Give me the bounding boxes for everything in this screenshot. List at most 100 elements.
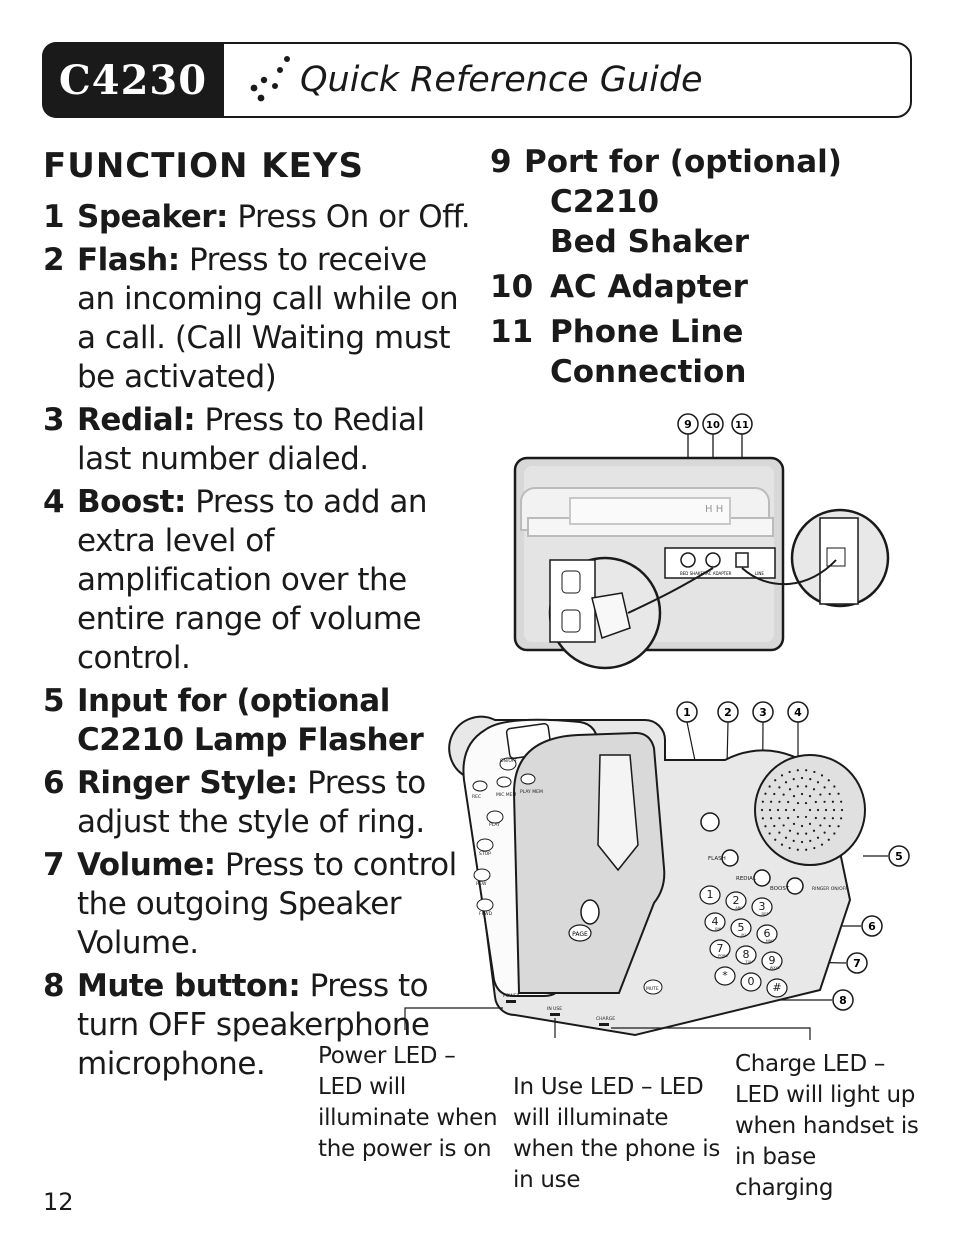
svg-text:4: 4 (794, 706, 802, 719)
power-led-note: Power LED – LED will illuminate when the… (318, 1043, 498, 1162)
svg-text:PLAY MEM: PLAY MEM (520, 789, 543, 795)
svg-text:MIC MEM: MIC MEM (496, 792, 517, 798)
key-label: Input for (optional C2210 Lamp Flasher (77, 683, 424, 758)
svg-text:LINE: LINE (755, 571, 764, 576)
phone-callout-7: 7 (846, 952, 868, 974)
key-label: Speaker: (77, 199, 228, 235)
svg-text:CHARGE: CHARGE (596, 1016, 615, 1022)
rear-callout-10: 10 (702, 413, 724, 435)
svg-text:#: # (772, 981, 781, 994)
phone-callout-3: 3 (752, 701, 774, 723)
svg-text:JKL: JKL (740, 933, 746, 937)
function-key-3: 3 Redial: Press to Redial last number dia… (43, 401, 473, 479)
key-description: Press On or Off. (237, 199, 471, 235)
phone-callout-5: 5 (888, 845, 910, 867)
svg-text:BED SHAKER: BED SHAKER (680, 571, 706, 576)
svg-text:5: 5 (738, 921, 745, 934)
svg-text:6: 6 (764, 927, 771, 940)
phone-callout-4: 4 (787, 701, 809, 723)
port-text-line: AC Adapter (550, 269, 748, 305)
key-label: Mute button: (77, 968, 301, 1004)
svg-text:7: 7 (853, 957, 861, 970)
key-description: Press to turn OFF speakerphone microphon… (77, 968, 430, 1082)
svg-text:PAGE: PAGE (572, 931, 588, 938)
svg-text:DEF: DEF (762, 912, 769, 916)
key-number: 5 (43, 683, 65, 719)
svg-text:*: * (722, 969, 728, 982)
phone-callout-1: 1 (676, 701, 698, 723)
svg-text:WXYZ: WXYZ (770, 966, 781, 970)
section-heading: FUNCTION KEYS (43, 146, 364, 186)
phone-base-diagram: 1 2 3 4 5 6 7 8 PAGE (404, 701, 910, 1040)
svg-text:3: 3 (759, 706, 767, 719)
svg-text:H H: H H (705, 504, 723, 515)
key-label: Ringer Style: (77, 765, 298, 801)
svg-text:AC ADAPTER: AC ADAPTER (706, 571, 732, 576)
key-number: 2 (43, 242, 65, 278)
phone-callout-8: 8 (832, 989, 854, 1011)
svg-text:POWER: POWER (503, 993, 520, 999)
key-description: Press to add an extra level of amplifica… (77, 484, 428, 676)
port-number: 10 (490, 269, 534, 305)
rear-callout-11: 11 (731, 413, 753, 435)
key-label: Redial: (77, 402, 196, 438)
svg-text:TUV: TUV (744, 960, 753, 964)
port-text-line: Bed Shaker (550, 224, 750, 260)
function-key-8: 8 Mute button: Press to turn OFF speakerp… (43, 967, 473, 1084)
in-use-led-note: In Use LED – LED will illuminate when th… (513, 1074, 721, 1193)
key-description: Press to control the outgoing Speaker Vo… (77, 847, 457, 961)
svg-text:ABC: ABC (735, 906, 743, 910)
keypad-key: * (714, 966, 736, 986)
charge-led-note: Charge LED – LED will light up when hand… (735, 1051, 919, 1201)
svg-text:BOOST: BOOST (770, 886, 790, 892)
svg-text:5: 5 (895, 850, 903, 863)
keypad-key: 0 (740, 972, 762, 992)
svg-text:PQRS: PQRS (718, 954, 728, 958)
svg-text:RINGER ON/OFF: RINGER ON/OFF (812, 886, 848, 892)
phone-callout-6: 6 (861, 915, 883, 937)
function-key-5: 5 Input for (optional C2210 Lamp Flasher (43, 682, 473, 760)
key-number: 6 (43, 765, 65, 801)
keypad-key: # (766, 978, 788, 998)
svg-text:8: 8 (839, 994, 847, 1007)
key-label: Boost: (77, 484, 186, 520)
guide-title: Quick Reference Guide (300, 60, 703, 100)
page-number: 12 (43, 1188, 74, 1216)
svg-text:STOP: STOP (479, 851, 491, 857)
svg-text:FLASH: FLASH (708, 856, 726, 862)
svg-text:2: 2 (724, 706, 732, 719)
svg-text:4: 4 (712, 915, 719, 928)
svg-text:GHI: GHI (715, 927, 721, 931)
port-number: 11 (490, 314, 534, 350)
port-text-line: C2210 (550, 184, 660, 220)
key-description: Press to Redial last number dialed. (77, 402, 425, 477)
svg-text:0: 0 (748, 975, 755, 988)
svg-text:MUTE: MUTE (646, 986, 659, 992)
rear-callout-9: 9 (677, 413, 699, 435)
port-text-line: Connection (550, 354, 747, 390)
rear-connection-diagram: 9 10 11 H H BED SHAKER AC ADAPTER LINE (513, 413, 890, 670)
port-text-line: Phone Line (550, 314, 744, 350)
key-description: Press to receive an incoming call while … (77, 242, 459, 395)
port-number: 9 (490, 144, 512, 180)
svg-text:MNO: MNO (766, 939, 775, 943)
svg-text:9: 9 (769, 954, 776, 967)
key-number: 8 (43, 968, 65, 1004)
svg-text:REDIAL: REDIAL (736, 876, 757, 882)
key-number: 3 (43, 402, 65, 438)
svg-text:11: 11 (735, 420, 749, 431)
svg-text:REC: REC (472, 794, 481, 800)
svg-text:REW: REW (476, 881, 487, 887)
dots-icon (250, 56, 290, 102)
